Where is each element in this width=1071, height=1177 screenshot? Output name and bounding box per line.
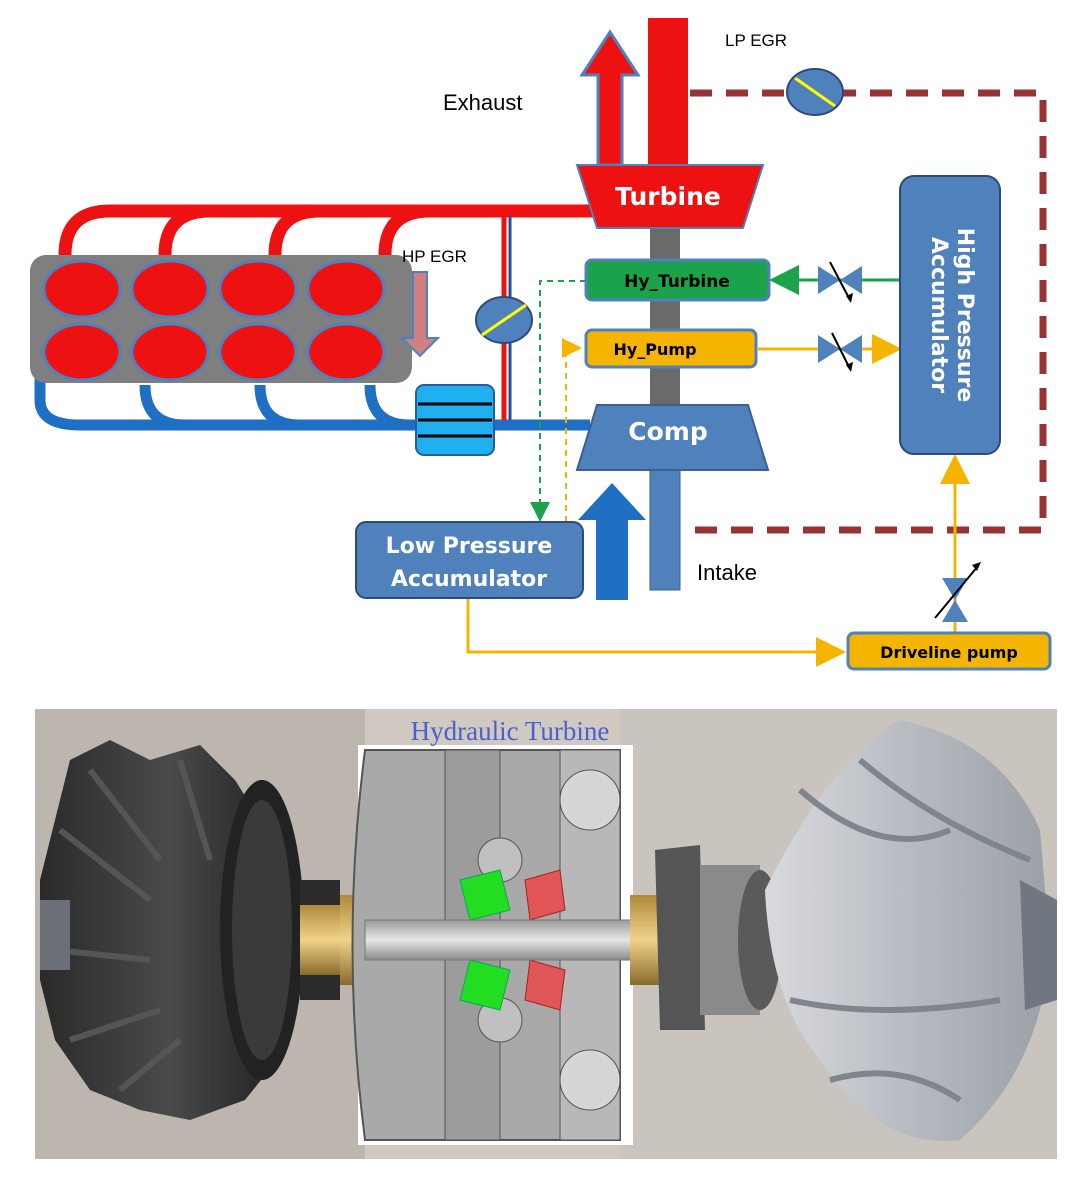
exhaust-arrow[interactable] (579, 29, 641, 167)
high-pressure-accumulator[interactable]: High Pressure Accumulator (899, 175, 1001, 455)
hy-turbine-box[interactable]: Hy_Turbine (584, 258, 771, 302)
cutaway-drawing (351, 745, 646, 1145)
lp-egr-valve[interactable] (786, 68, 844, 116)
lp-acc-line1: Low Pressure (386, 534, 553, 559)
hp-egr-valve[interactable] (475, 296, 533, 344)
hy-pump-throttle-valve[interactable] (818, 332, 862, 372)
driveline-pump-box[interactable]: Driveline pump (846, 631, 1052, 671)
low-pressure-accumulator[interactable]: Low Pressure Accumulator (355, 521, 584, 599)
turbine-label: Turbine (615, 182, 721, 211)
intake-manifold (34, 370, 590, 431)
turbine-block[interactable]: Turbine (575, 164, 765, 229)
hp-acc-line1: High Pressure (952, 228, 977, 403)
hp-egr-arrow (399, 271, 441, 358)
lp-egr-label: LP EGR (725, 31, 787, 50)
shaft-lower (649, 469, 681, 591)
hy-turbine-throttle-valve[interactable] (818, 261, 862, 303)
intake-arrow[interactable] (578, 483, 646, 600)
hy-pump-suction-line (562, 338, 582, 522)
lp-acc-line2: Accumulator (391, 567, 547, 592)
compressor-block[interactable]: Comp (575, 404, 770, 471)
engine-block (30, 255, 412, 383)
intercooler (415, 384, 495, 456)
exhaust-stack (648, 18, 688, 170)
hydraulic-turbine-photo: Hydraulic Turbine (35, 709, 1057, 1159)
hy-turbine-return-line (530, 280, 586, 522)
exhaust-manifold (58, 204, 600, 265)
hy-turbine-label: Hy_Turbine (624, 272, 730, 292)
hy-pump-box[interactable]: Hy_Pump (584, 328, 758, 369)
compressor-wheel-image (630, 720, 1057, 1141)
intake-label: Intake (697, 560, 757, 585)
lp-to-driveline-line (466, 598, 846, 667)
hydraulic-turbine-caption: Hydraulic Turbine (411, 716, 610, 746)
hy-pump-label: Hy_Pump (613, 340, 696, 359)
driveline-throttle-valve[interactable] (934, 562, 981, 622)
driveline-pump-label: Driveline pump (880, 643, 1018, 662)
shaft-upper (650, 225, 680, 405)
hp-egr-label: HP EGR (402, 247, 467, 266)
exhaust-label: Exhaust (443, 90, 523, 115)
hp-acc-line2: Accumulator (926, 237, 951, 393)
comp-label: Comp (628, 417, 707, 446)
